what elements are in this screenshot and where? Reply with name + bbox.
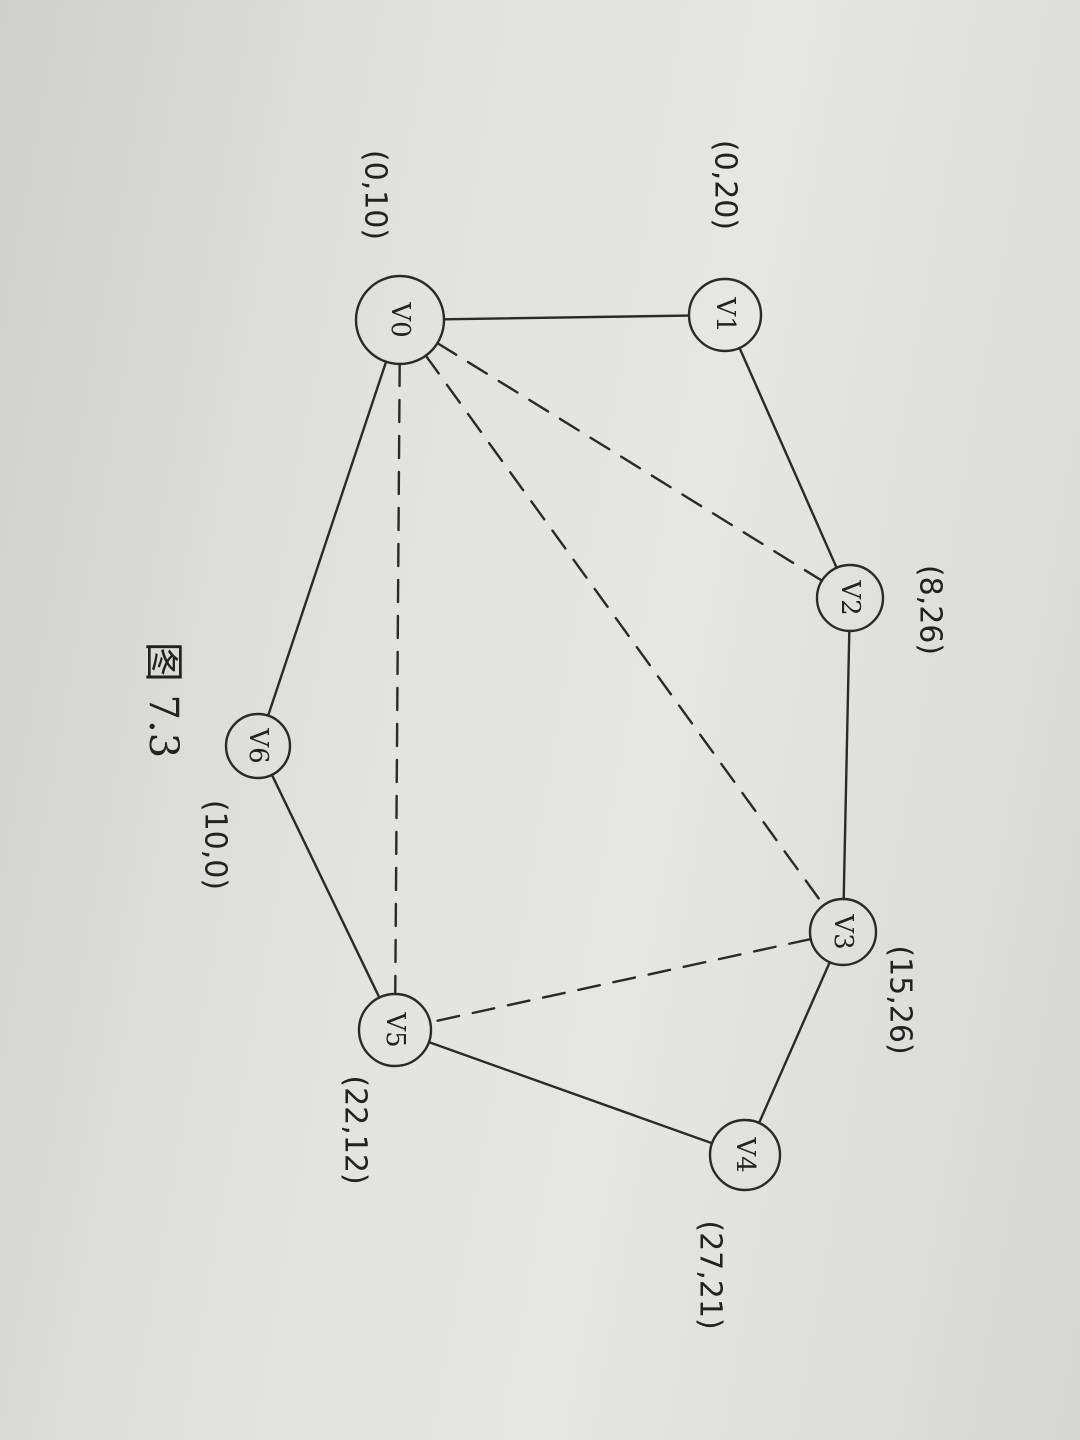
edge-v6-v0	[266, 360, 388, 717]
figure-caption: 图 7.3	[140, 642, 186, 758]
edge-v2-v3	[842, 629, 851, 901]
edge-v3-v4	[757, 961, 831, 1125]
node-coord-v6: (10,0)	[198, 800, 233, 890]
node-circle-v0	[354, 274, 446, 366]
node-label-v3: V3	[828, 913, 858, 949]
node-circle-v6	[224, 712, 292, 780]
node-label-v2: V2	[835, 579, 865, 615]
node-coord-v2: (8,26)	[913, 565, 948, 655]
node-circle-v5	[357, 992, 433, 1068]
node-label-v0: V0	[385, 301, 415, 337]
node-coord-v3: (15,26)	[883, 945, 918, 1054]
edge-v3-v5-dashed	[428, 937, 812, 1024]
edge-v0-v5-dashed	[394, 362, 401, 996]
node-coord-v5: (22,12)	[338, 1075, 373, 1184]
node-label-v5: V5	[380, 1011, 410, 1047]
node-label-v1: V1	[710, 296, 740, 332]
node-circle-v2	[815, 563, 885, 633]
edge-v0-v3-dashed	[424, 354, 825, 907]
edge-v0-v2-dashed	[436, 341, 824, 582]
node-label-v4: V4	[730, 1136, 760, 1172]
node-v0: V0 (0,10)	[354, 150, 446, 366]
node-v5: V5(22,12)	[338, 992, 433, 1185]
node-coord-v1: (0,20)	[708, 140, 743, 230]
edge-v1-v2	[738, 346, 838, 570]
node-v2: V2 (8,26)	[815, 563, 948, 655]
node-circle-v4	[708, 1118, 782, 1192]
node-circle-v3	[808, 897, 878, 967]
edge-v0-v1	[442, 314, 691, 321]
edge-v5-v6	[270, 773, 381, 999]
node-v4: V4 (27,21)	[693, 1118, 782, 1330]
node-coord-v0: (0,10)	[358, 150, 393, 240]
node-coord-v4: (27,21)	[693, 1220, 728, 1329]
edge-v4-v5	[427, 1040, 714, 1145]
node-v3: V3 (15,26)	[808, 897, 918, 1055]
node-label-v6: V6	[243, 727, 273, 763]
node-v6: V6 (10,0)	[198, 712, 292, 890]
nodes-layer: V0 (0,10) V1 (0,20) V2 (8,26) V3 (15,26) V4 (27,2…	[198, 140, 948, 1330]
node-circle-v1	[687, 277, 763, 353]
node-v1: V1 (0,20)	[687, 140, 763, 353]
edges-layer	[266, 314, 851, 1145]
caption-layer: 图 7.3	[140, 642, 186, 758]
